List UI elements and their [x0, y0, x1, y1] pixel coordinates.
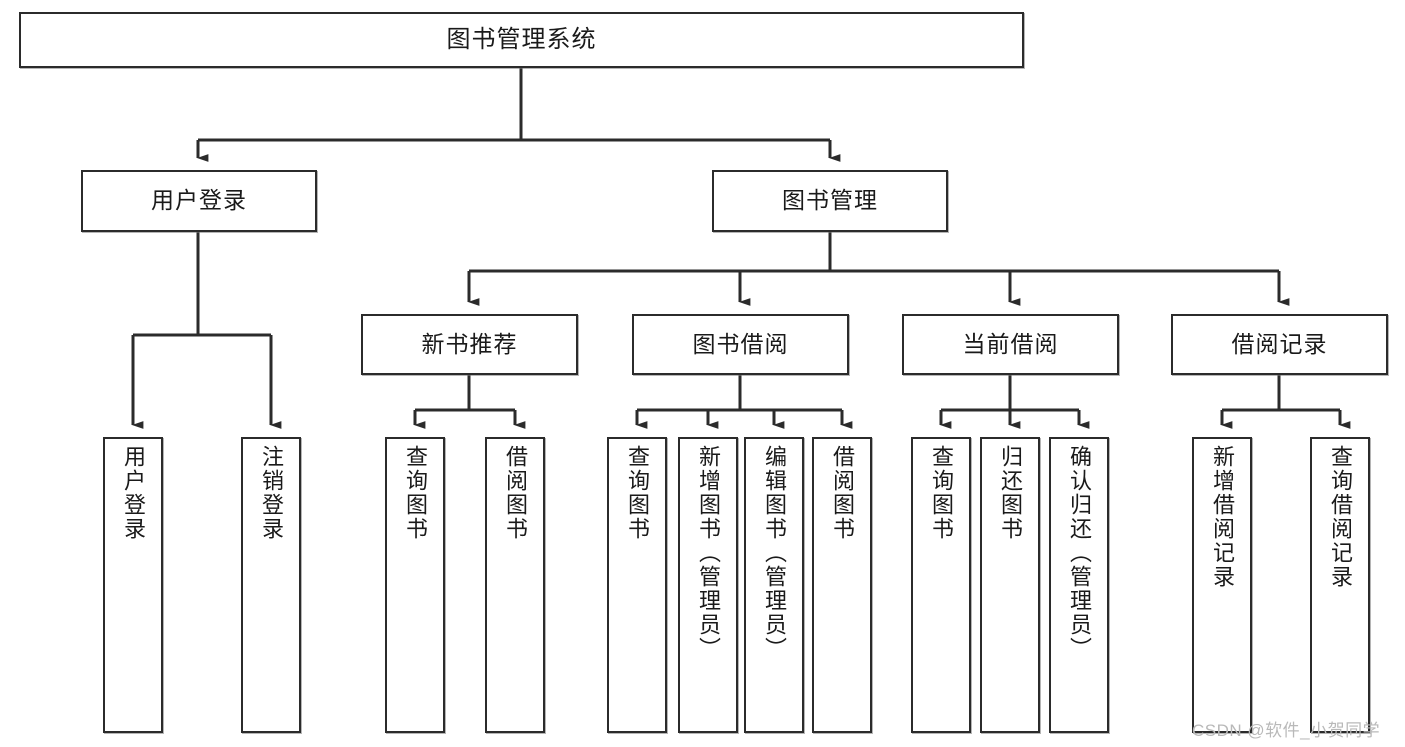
node-label: 注销登录	[258, 445, 284, 541]
node-label: 当前借阅	[962, 330, 1059, 357]
node-label: 用户登录	[151, 187, 247, 214]
leaf-node-borrow-book[interactable]: 借阅图书	[812, 437, 872, 733]
node-label: 新增借阅记录	[1209, 445, 1235, 589]
leaf-node-query-borrow-record[interactable]: 查询借阅记录	[1310, 437, 1370, 733]
csdn-watermark: CSDN @软件_小贺同学	[1192, 721, 1381, 740]
node-new-book-recommend[interactable]: 新书推荐	[361, 314, 578, 375]
leaf-node-query-book-recommend[interactable]: 查询图书	[385, 437, 445, 733]
node-current-borrow[interactable]: 当前借阅	[902, 314, 1119, 375]
leaf-node-edit-book[interactable]: 编辑图书（管理员）	[744, 437, 804, 733]
node-user-login[interactable]: 用户登录	[81, 170, 317, 232]
node-label: 图书管理系统	[446, 25, 597, 53]
leaf-node-return-book[interactable]: 归还图书	[980, 437, 1040, 733]
node-label: 图书借阅	[692, 330, 789, 357]
node-book-borrow[interactable]: 图书借阅	[632, 314, 849, 375]
node-label: 查询图书	[624, 445, 650, 541]
leaf-node-borrow-book-recommend[interactable]: 借阅图书	[485, 437, 545, 733]
node-label: 归还图书	[997, 445, 1023, 541]
node-label: 编辑图书（管理员）	[761, 445, 787, 661]
node-label: 借阅图书	[502, 445, 528, 541]
node-label: 查询图书	[402, 445, 428, 541]
node-label: 借阅图书	[829, 445, 855, 541]
leaf-node-user-login[interactable]: 用户登录	[103, 437, 163, 733]
leaf-node-logout-login[interactable]: 注销登录	[241, 437, 301, 733]
leaf-node-add-book[interactable]: 新增图书（管理员）	[678, 437, 738, 733]
leaf-node-query-book-borrow[interactable]: 查询图书	[607, 437, 667, 733]
node-label: 查询借阅记录	[1327, 445, 1353, 589]
node-label: 图书管理	[782, 187, 878, 214]
node-borrow-record[interactable]: 借阅记录	[1171, 314, 1388, 375]
node-label: 查询图书	[928, 445, 954, 541]
node-label: 借阅记录	[1231, 330, 1328, 357]
leaf-node-confirm-return[interactable]: 确认归还（管理员）	[1049, 437, 1109, 733]
node-book-manage[interactable]: 图书管理	[712, 170, 948, 232]
leaf-node-query-book-current[interactable]: 查询图书	[911, 437, 971, 733]
node-label: 新书推荐	[421, 330, 518, 357]
leaf-node-add-borrow-record[interactable]: 新增借阅记录	[1192, 437, 1252, 733]
node-label: 新增图书（管理员）	[695, 445, 721, 661]
node-label: 确认归还（管理员）	[1066, 445, 1092, 661]
node-label: 用户登录	[120, 445, 146, 541]
node-root-system[interactable]: 图书管理系统	[19, 12, 1024, 68]
